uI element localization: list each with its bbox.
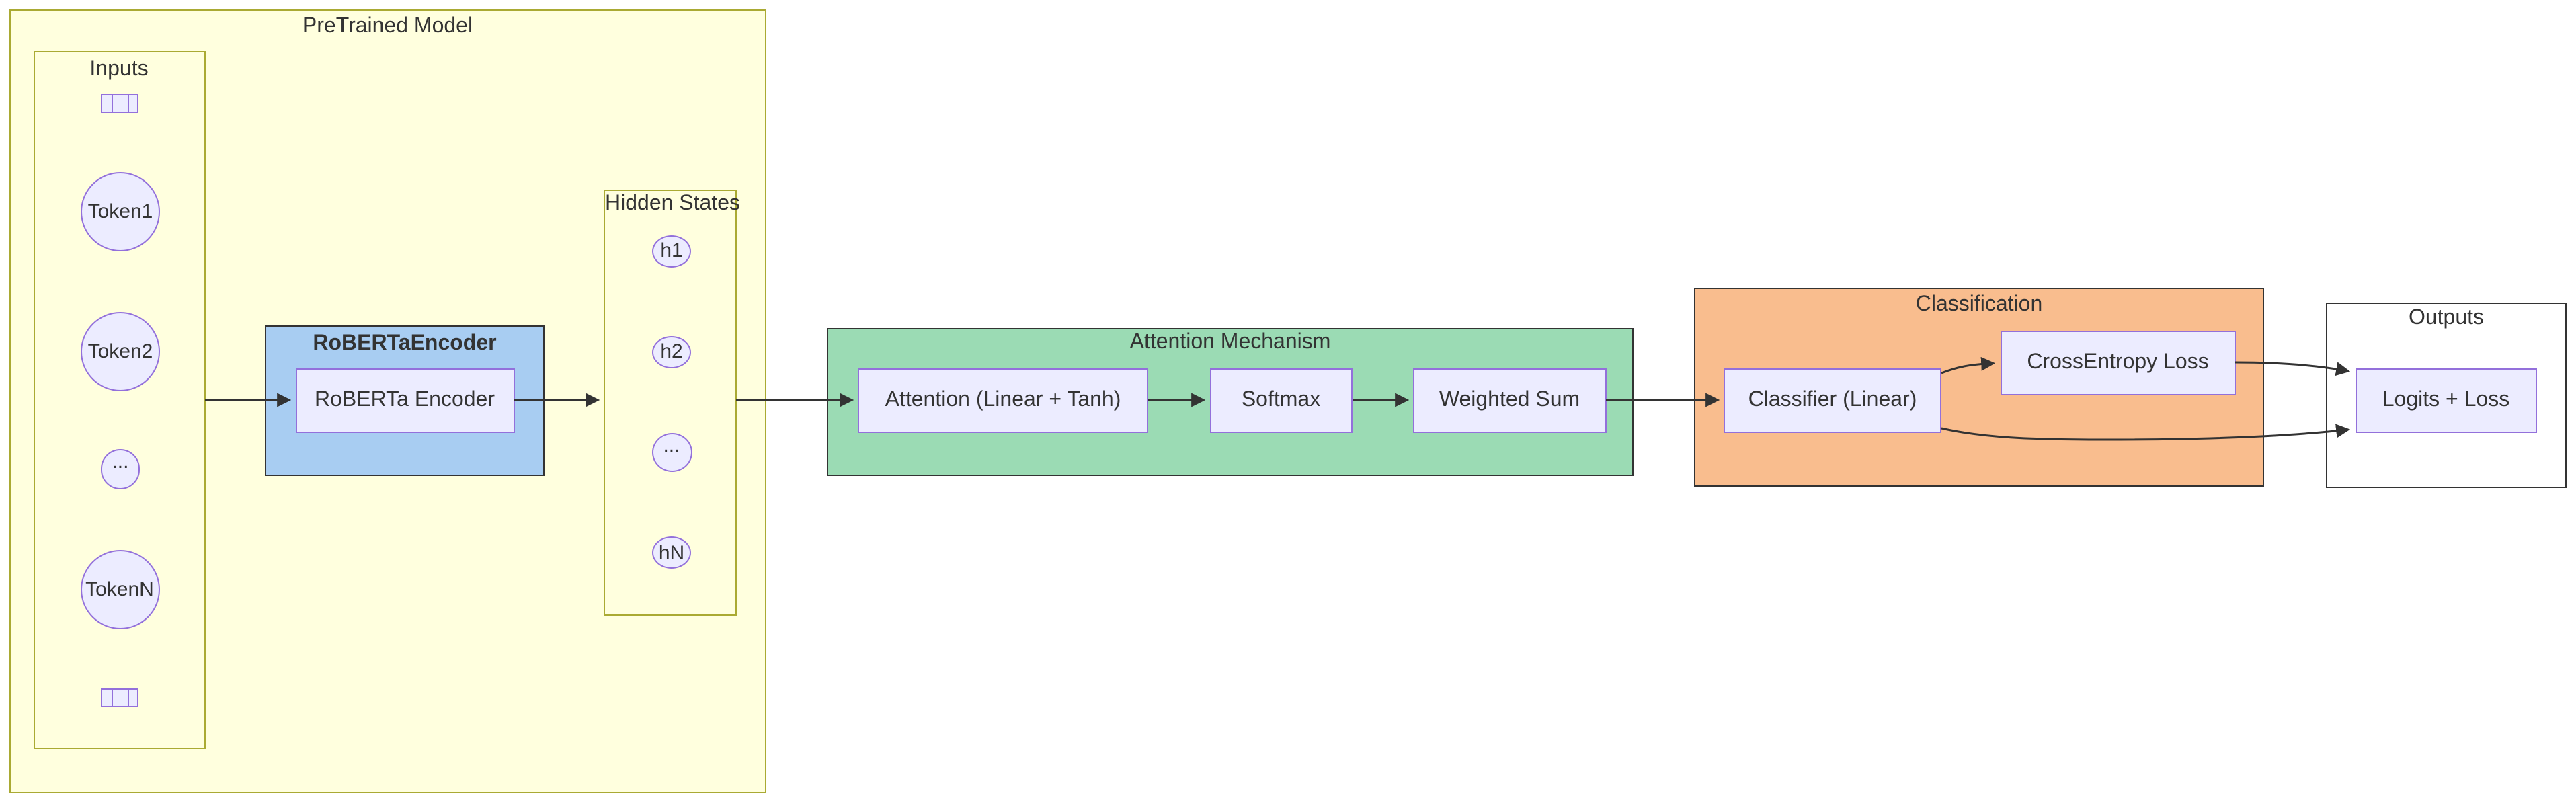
hidden-states-title: Hidden States <box>605 192 741 215</box>
token2-node: Token2 <box>81 311 160 391</box>
softmax-label: Softmax <box>1241 388 1321 411</box>
softmax-node: Softmax <box>1209 368 1353 433</box>
h2-node: h2 <box>652 335 691 368</box>
token-ellipsis-node: ... <box>100 449 140 489</box>
attention-mechanism-title: Attention Mechanism <box>1129 331 1331 354</box>
weighted-sum-label: Weighted Sum <box>1439 388 1580 411</box>
cluster-inputs: Inputs <box>33 50 205 748</box>
token-sequence-icon-bottom <box>101 688 138 707</box>
logits-loss-label: Logits + Loss <box>2382 388 2510 411</box>
attention-linear-tanh-node: Attention (Linear + Tanh) <box>858 368 1148 433</box>
weighted-sum-node: Weighted Sum <box>1413 368 1606 433</box>
logits-loss-node: Logits + Loss <box>2356 368 2536 432</box>
roberta-encoder-title: RoBERTaEncoder <box>313 331 497 354</box>
token2-label: Token2 <box>87 339 153 362</box>
outputs-title: Outputs <box>2408 307 2485 329</box>
inputs-title: Inputs <box>89 58 149 81</box>
h-ellipsis-label: ... <box>663 433 680 456</box>
hN-node: hN <box>652 536 691 569</box>
classifier-linear-node: Classifier (Linear) <box>1724 368 1941 433</box>
pretrained-model-title: PreTrained Model <box>302 15 473 38</box>
h1-label: h1 <box>660 239 683 262</box>
classification-title: Classification <box>1915 293 2043 316</box>
h1-node: h1 <box>652 235 691 267</box>
roberta-encoder-node: RoBERTa Encoder <box>295 368 514 433</box>
tokenN-node: TokenN <box>80 549 159 629</box>
h2-label: h2 <box>660 340 683 363</box>
token1-label: Token1 <box>87 200 153 223</box>
h-ellipsis-node: ... <box>651 432 692 471</box>
tokenN-label: TokenN <box>85 577 154 600</box>
token1-node: Token1 <box>81 171 160 251</box>
token-ellipsis-label: ... <box>112 450 129 474</box>
crossentropy-loss-label: CrossEntropy Loss <box>2027 350 2209 374</box>
classifier-linear-label: Classifier (Linear) <box>1748 389 1917 411</box>
roberta-encoder-node-label: RoBERTa Encoder <box>315 389 495 411</box>
crossentropy-loss-node: CrossEntropy Loss <box>2001 330 2235 395</box>
attention-linear-tanh-label: Attention (Linear + Tanh) <box>885 388 1121 411</box>
hN-label: hN <box>658 541 685 564</box>
token-sequence-icon-top <box>101 94 138 112</box>
